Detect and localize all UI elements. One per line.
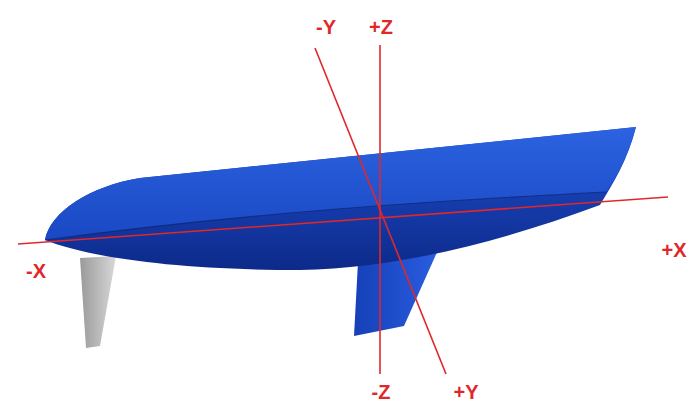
axis-label: +X xyxy=(661,240,686,260)
y-axis xyxy=(315,48,446,374)
axis-label: -X xyxy=(26,261,46,281)
hull-deck xyxy=(45,127,636,240)
axis-label: -Z xyxy=(372,382,391,402)
hull xyxy=(45,127,636,270)
rudder xyxy=(80,256,116,348)
x-axis xyxy=(18,197,668,244)
sheer-line xyxy=(45,192,606,240)
axis-label: +Y xyxy=(453,382,478,402)
axis-label: +Z xyxy=(369,17,393,37)
axis-label: -Y xyxy=(316,17,336,37)
